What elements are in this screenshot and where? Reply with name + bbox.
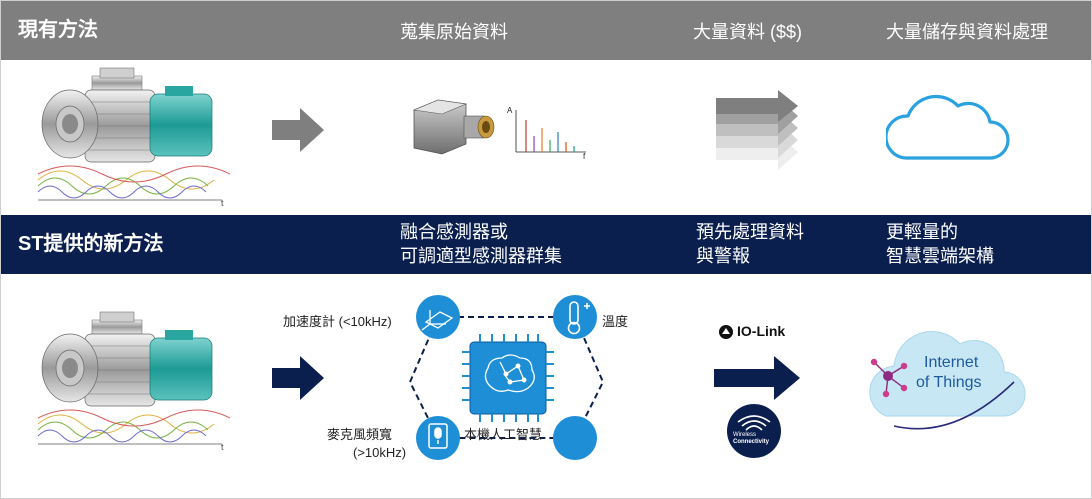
current-method-band (1, 1, 1091, 60)
gray-arrow-1 (272, 108, 324, 152)
wireless-connectivity-badge (727, 404, 781, 458)
iot-cloud-icon (869, 331, 1026, 430)
extra-sensor-node (553, 416, 597, 460)
sensor-fusion-line1: 融合感測器或 (400, 222, 508, 242)
preprocess-line1: 預先處理資料 (696, 222, 804, 242)
network-graph-icon (870, 358, 908, 398)
light-cloud-line1: 更輕量的 (886, 222, 958, 242)
pump-time-label-bottom: t (221, 442, 224, 452)
pump-image-top (37, 67, 230, 201)
big-data-label: 大量資料 ($$) (693, 22, 803, 42)
io-link-label: IO-Link (737, 323, 786, 339)
preprocess-line2: 與警報 (696, 246, 750, 266)
light-cloud-line2: 智慧雲端架構 (886, 246, 994, 266)
io-link-logo-icon (719, 325, 733, 339)
navy-arrow-1 (272, 356, 324, 400)
wireless-line2: Connectivity (733, 439, 770, 445)
temperature-label: 溫度 (602, 314, 629, 329)
microphone-icon (428, 423, 448, 449)
thermometer-icon (567, 301, 590, 335)
sensor-cluster-diagram (408, 295, 605, 460)
iot-line2: of Things (916, 374, 982, 391)
iot-line1: Internet (924, 354, 979, 371)
sensor-fusion-line2: 可調適型感測器群集 (400, 246, 562, 266)
big-data-stacked-arrow (716, 90, 798, 170)
spectrum-y-label: A (507, 106, 513, 115)
vibration-sensor-icon (412, 99, 495, 155)
brain-icon (484, 354, 535, 393)
wireless-line1: Wireless (733, 432, 757, 438)
accelerometer-node (416, 295, 460, 339)
spectrum-chart (515, 110, 586, 153)
spectrum-x-label: f (583, 152, 586, 161)
accelerometer-icon (421, 310, 454, 331)
cloud-icon (886, 94, 1010, 160)
local-ai-label: 本機人工智慧 (464, 427, 543, 442)
accelerometer-label: 加速度計 (<10kHz) (283, 314, 392, 329)
st-method-band (1, 215, 1091, 274)
mass-storage-label: 大量儲存與資料處理 (886, 22, 1048, 42)
st-method-title: ST提供的新方法 (18, 233, 164, 255)
collect-raw-data-label: 蒐集原始資料 (400, 22, 508, 42)
microphone-label-line1: 麥克風頻寬 (327, 427, 393, 442)
microphone-label-line2: (>10kHz) (353, 445, 407, 460)
pump-image-bottom (37, 311, 230, 445)
pump-time-label-top: t (221, 198, 224, 208)
current-method-title: 現有方法 (18, 19, 98, 41)
navy-arrow-2 (714, 356, 800, 400)
